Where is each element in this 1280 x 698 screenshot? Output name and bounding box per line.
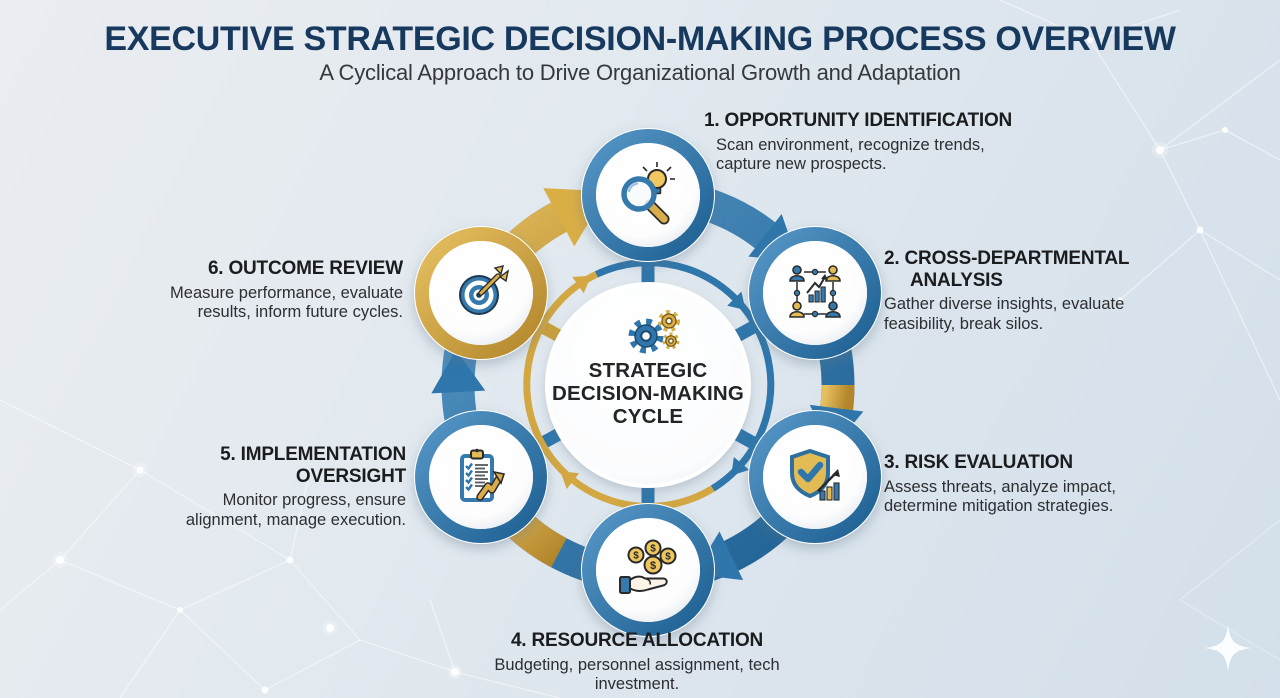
shield-checkmark-icon — [790, 448, 840, 501]
step-opportunity-identification: 1. OPPORTUNITY IDENTIFICATION Scan envir… — [704, 110, 1034, 174]
sparkle-icon — [1204, 624, 1252, 672]
step-6-title: 6. OUTCOME REVIEW — [207, 258, 403, 279]
node-risk-evaluation — [748, 410, 882, 544]
checklist-growth-icon — [460, 448, 506, 502]
step-3-description: Assess threats, analyze impact, determin… — [884, 477, 1117, 515]
step-3-title: 3. RISK EVALUATION — [884, 452, 1073, 473]
svg-text:$: $ — [665, 552, 671, 563]
hand-coins-icon: $ $ $ $ — [619, 539, 677, 594]
center-label-line-3: CYCLE — [612, 404, 684, 428]
step-5-title: 5. IMPLEMENTATION OVERSIGHT — [220, 444, 406, 487]
page-subtitle: A Cyclical Approach to Drive Organizatio… — [319, 60, 961, 85]
step-6-description: Measure performance, evaluate results, i… — [170, 283, 403, 321]
magnifying-glass-lightbulb-icon — [621, 162, 675, 225]
page-title: EXECUTIVE STRATEGIC DECISION-MAKING PROC… — [104, 20, 1176, 58]
center-label: STRATEGIC DECISION-MAKING CYCLE — [538, 359, 758, 429]
step-4-description: Budgeting, personnel assignment, tech in… — [494, 655, 780, 693]
center-label-line-1: STRATEGIC — [588, 359, 708, 382]
node-opportunity-identification — [581, 128, 715, 262]
step-1-title: 1. OPPORTUNITY IDENTIFICATION — [704, 110, 1013, 131]
center-label-line-2: DECISION-MAKING — [551, 381, 745, 405]
team-analytics-icon — [789, 265, 841, 318]
node-resource-allocation: $ $ $ $ — [581, 503, 715, 637]
svg-text:$: $ — [633, 551, 639, 562]
step-risk-evaluation: 3. RISK EVALUATION Assess threats, analy… — [884, 452, 1184, 516]
svg-text:$: $ — [650, 544, 656, 555]
step-cross-departmental-analysis: 2. CROSS-DEPARTMENTAL ANALYSIS Gather di… — [884, 248, 1156, 334]
gears-icon — [628, 310, 680, 354]
step-2-title: 2. CROSS-DEPARTMENTAL ANALYSIS — [884, 248, 1129, 291]
svg-text:$: $ — [650, 560, 656, 572]
step-implementation-oversight: 5. IMPLEMENTATION OVERSIGHT Monitor prog… — [166, 444, 406, 530]
step-2-description: Gather diverse insights, evaluate feasib… — [884, 295, 1125, 333]
node-cross-departmental-analysis — [748, 226, 882, 360]
step-5-description: Monitor progress, ensure alignment, mana… — [185, 491, 406, 529]
step-resource-allocation: 4. RESOURCE ALLOCATION Budgeting, person… — [492, 630, 782, 694]
step-1-description: Scan environment, recognize trends, capt… — [716, 135, 985, 173]
node-outcome-review — [414, 226, 548, 360]
center-hub — [545, 282, 751, 488]
step-outcome-review: 6. OUTCOME REVIEW Measure performance, e… — [153, 258, 403, 322]
target-dart-icon — [459, 265, 510, 315]
node-implementation-oversight — [414, 410, 548, 544]
step-4-title: 4. RESOURCE ALLOCATION — [510, 630, 764, 651]
